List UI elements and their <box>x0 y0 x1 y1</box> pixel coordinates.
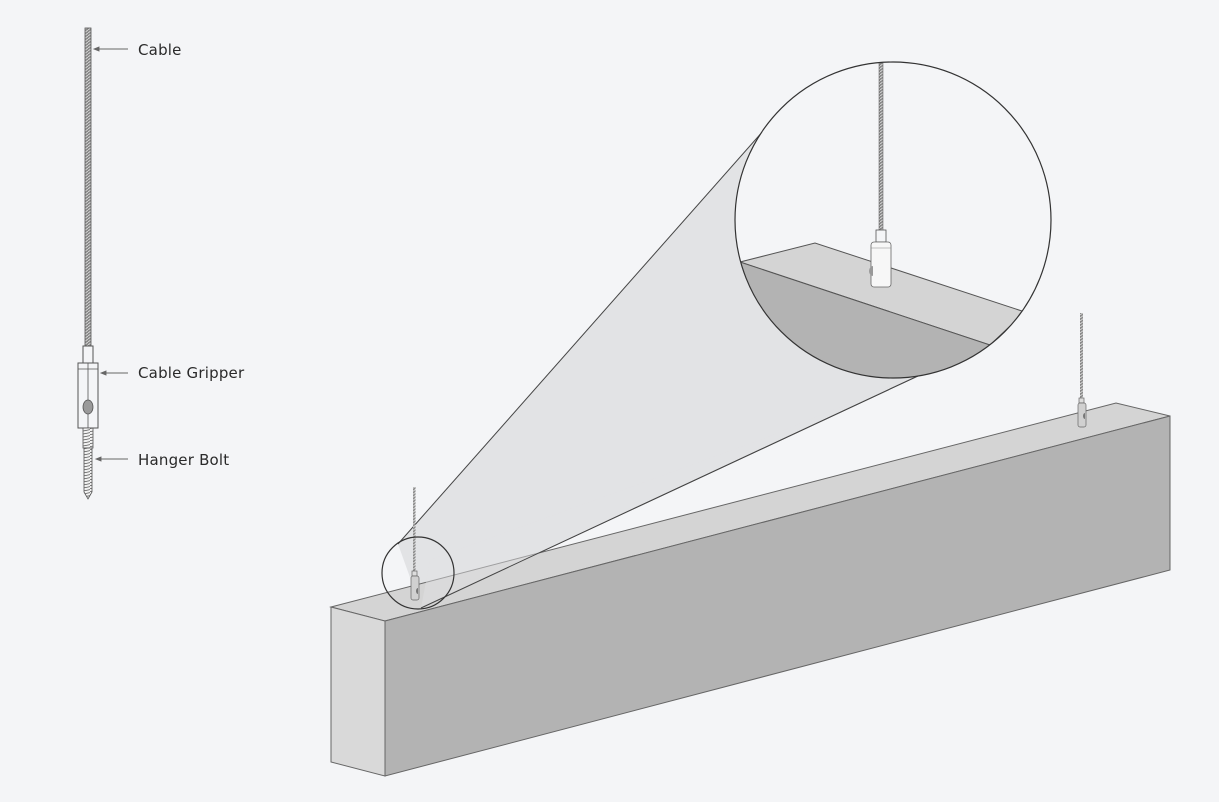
cable-icon <box>84 27 92 347</box>
light-beam <box>329 402 1171 777</box>
hardware-exploded-view <box>77 27 128 500</box>
left-suspension-point <box>410 487 420 601</box>
right-suspension-point <box>1077 313 1087 428</box>
hanger-bolt-icon <box>82 427 94 500</box>
detail-focus-circle <box>381 536 455 610</box>
magnifier-cone <box>398 130 935 608</box>
callout-cable: Cable <box>138 41 182 59</box>
callout-cable-gripper: Cable Gripper <box>138 364 245 382</box>
cable-gripper-icon <box>77 362 99 429</box>
magnified-detail <box>734 61 1052 379</box>
callout-hanger-bolt: Hanger Bolt <box>138 451 230 469</box>
